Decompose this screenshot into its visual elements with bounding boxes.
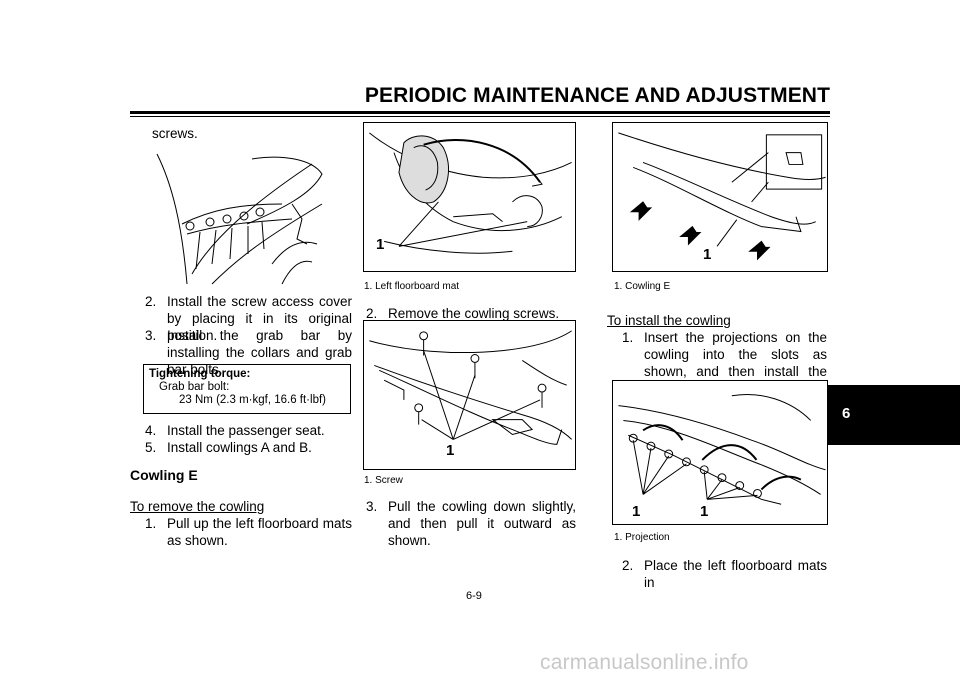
torque-title: Tightening torque: [149, 368, 251, 380]
caption-projection: 1. Projection [614, 532, 670, 543]
header-rule-thin [130, 116, 830, 117]
step-text: Remove the cowling screws. [388, 306, 560, 321]
figure-left-floorboard-mat [363, 122, 576, 272]
col1-step-5: 5. Install cowlings A and B. [145, 439, 352, 456]
step-number: 2. [366, 306, 378, 321]
col3-install-step-1: 1. Insert the projections on the cowling… [622, 329, 827, 397]
col1-intro: screws. [152, 126, 198, 141]
tightening-torque-box: Tightening torque: Grab bar bolt: 23 Nm … [143, 364, 351, 414]
figure-grab-bar-bolts [152, 144, 327, 290]
col1-step-2: 2. Install the screw access cover by pla… [145, 293, 352, 344]
cowling-e-illustration [618, 132, 826, 261]
col1-remove-step-1: 1. Pull up the left floorboard mats as s… [145, 515, 352, 549]
step-number: 3. [366, 499, 378, 514]
chapter-tab-number: 6 [842, 405, 851, 422]
chapter-tab[interactable]: 6 [828, 385, 960, 445]
page-number: 6-9 [466, 590, 482, 602]
caption-screw: 1. Screw [364, 475, 403, 486]
step-number: 2. [622, 558, 634, 573]
caption-left-floorboard-mat: 1. Left floorboard mat [364, 281, 460, 292]
projection-illustration [618, 394, 826, 505]
step-number: 2. [145, 294, 157, 309]
step-text: Install the screw access cover by placin… [167, 294, 352, 343]
step-number: 1. [622, 330, 634, 345]
watermark[interactable]: carmanualsonline.info [540, 651, 749, 674]
cowling-screws-illustration [369, 330, 572, 445]
step-number: 3. [145, 328, 157, 343]
subsection-install-cowling: To install the cowling [607, 313, 731, 328]
step-number: 1. [145, 516, 157, 531]
col1-step-4: 4. Install the passenger seat. [145, 422, 352, 439]
grab-bar-illustration [156, 153, 323, 285]
col1-step-3: 3. Install the grab bar by installing th… [145, 327, 352, 378]
col2-step-3: 3. Pull the cowling down slightly, and t… [366, 498, 576, 549]
col3-install-step-2: 2. Place the left floorboard mats in [622, 557, 827, 591]
figure-cowling-e [612, 122, 828, 272]
step-number: 5. [145, 440, 157, 455]
section-title-cowling-e: Cowling E [130, 467, 198, 483]
col2-step-2: 2. Remove the cowling screws. [366, 305, 576, 322]
fig-label-screw: 1 [446, 442, 455, 459]
fig-label-left-floorboard-mat: 1 [376, 236, 385, 253]
step-text: Install the passenger seat. [167, 423, 325, 438]
figure-projection [612, 380, 828, 525]
subsection-remove-cowling: To remove the cowling [130, 499, 265, 514]
step-text: Pull the cowling down slightly, and then… [388, 499, 576, 548]
step-text: Pull up the left floorboard mats as show… [167, 516, 352, 548]
torque-item: Grab bar bolt: [159, 381, 230, 393]
figure-cowling-screws [363, 320, 576, 470]
fig-label-projection-a: 1 [632, 503, 641, 520]
step-number: 4. [145, 423, 157, 438]
page-header-title: PERIODIC MAINTENANCE AND ADJUSTMENT [364, 84, 830, 107]
step-text: Install the grab bar by installing the c… [167, 328, 352, 377]
torque-value: 23 Nm (2.3 m·kgf, 16.6 ft·lbf) [179, 394, 326, 406]
header-rule [130, 111, 830, 114]
caption-cowling-e: 1. Cowling E [614, 281, 671, 292]
step-text: Install cowlings A and B. [167, 440, 312, 455]
fig-label-projection-b: 1 [700, 503, 709, 520]
fig-label-cowling-e: 1 [703, 246, 712, 263]
step-text: Place the left floorboard mats in [644, 558, 827, 590]
floorboard-mat-illustration [369, 132, 572, 254]
